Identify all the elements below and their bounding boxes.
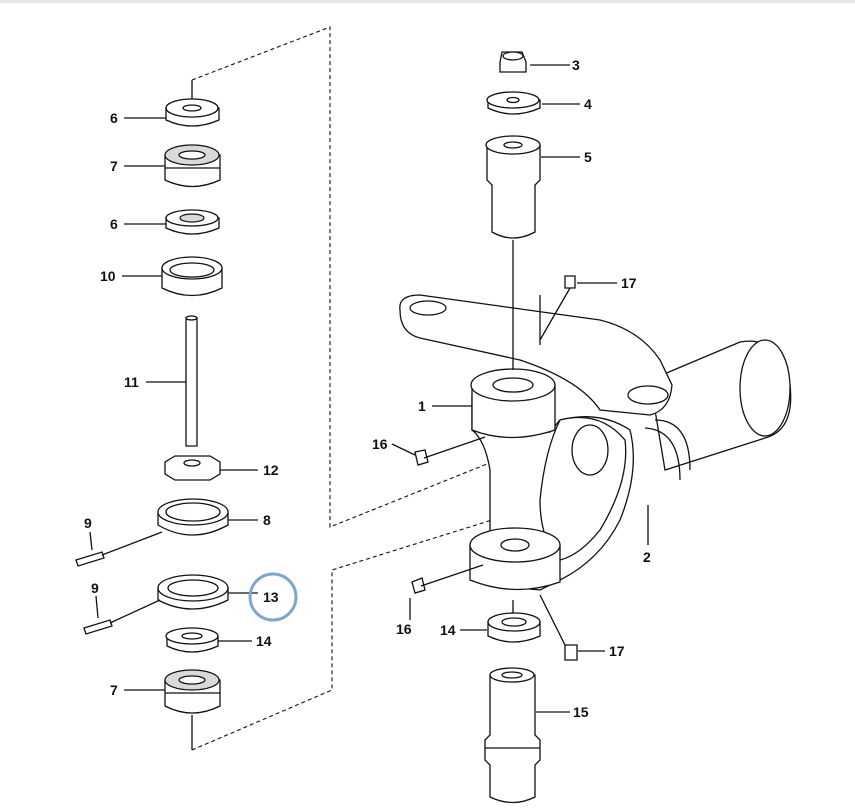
flange-nut [499, 51, 527, 73]
washer [486, 91, 541, 115]
callout-2[interactable]: 2 [643, 549, 651, 565]
callout-17-upper[interactable]: 17 [621, 275, 637, 291]
king-pin-lower [484, 667, 541, 804]
shim-upper [165, 98, 220, 127]
king-pin-upper [485, 135, 541, 239]
bearing-upper [164, 144, 221, 188]
callout-labels: 3 4 5 17 1 16 2 16 14 17 15 6 7 6 10 11 … [84, 57, 651, 720]
callout-9-lower[interactable]: 9 [91, 580, 99, 596]
callout-6-upper[interactable]: 6 [110, 110, 118, 126]
leader-lines [89, 64, 649, 713]
bushing-left [165, 627, 219, 653]
callout-13[interactable]: 13 [263, 589, 279, 605]
top-border [0, 0, 855, 3]
dowel-upper [75, 531, 163, 567]
lock-ring-lower [157, 574, 229, 610]
callout-16-upper[interactable]: 16 [372, 436, 388, 452]
callout-10[interactable]: 10 [100, 268, 116, 284]
callout-9-upper[interactable]: 9 [84, 515, 92, 531]
callout-6-middle[interactable]: 6 [110, 216, 118, 232]
callout-4[interactable]: 4 [584, 96, 592, 112]
callout-12[interactable]: 12 [263, 462, 279, 478]
bolt-lower [411, 564, 484, 594]
callout-11[interactable]: 11 [124, 374, 139, 390]
steering-knuckle [399, 294, 792, 591]
callout-17-lower[interactable]: 17 [609, 643, 625, 659]
lock-ring-upper [157, 498, 229, 536]
callout-3[interactable]: 3 [572, 57, 580, 73]
callout-15[interactable]: 15 [573, 704, 589, 720]
bearing-lower [164, 669, 221, 714]
callout-5[interactable]: 5 [584, 149, 592, 165]
hex-nut [164, 455, 221, 481]
callout-7-lower[interactable]: 7 [110, 682, 118, 698]
callout-16-lower[interactable]: 16 [396, 621, 412, 637]
highlight-circle [248, 572, 298, 622]
shim-middle [165, 209, 220, 235]
callout-14-left[interactable]: 14 [256, 633, 272, 649]
long-pin [185, 315, 198, 447]
bushing-right [487, 612, 541, 643]
seal-cup [161, 256, 223, 297]
callout-7-upper[interactable]: 7 [110, 158, 118, 174]
callout-14-right[interactable]: 14 [440, 622, 456, 638]
grease-nipple-upper [539, 275, 576, 341]
bolt-upper [414, 436, 486, 466]
callout-8[interactable]: 8 [263, 512, 271, 528]
dowel-lower [83, 599, 161, 635]
callout-1[interactable]: 1 [418, 398, 426, 414]
grease-nipple-lower [539, 594, 578, 661]
